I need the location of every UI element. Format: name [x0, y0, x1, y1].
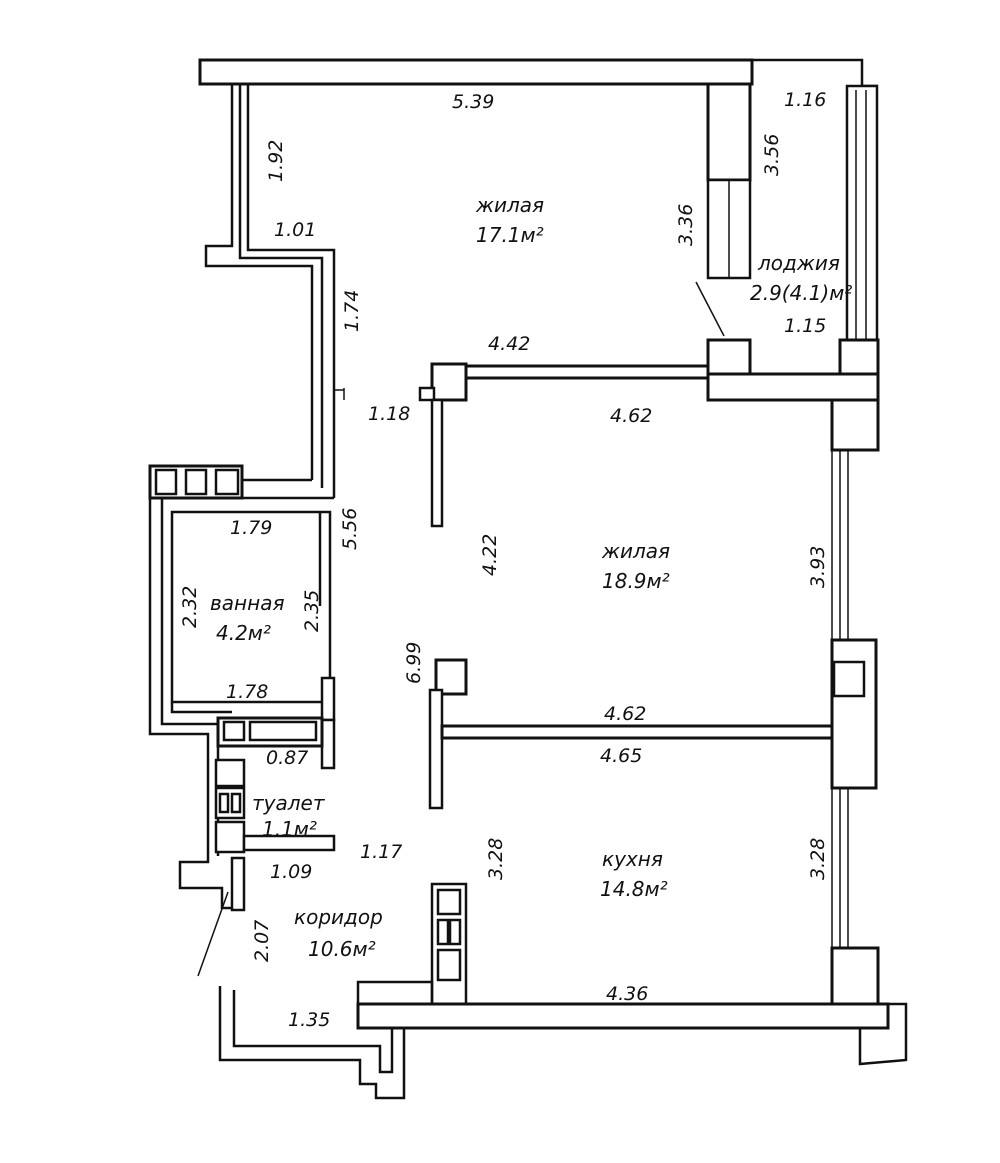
dim-label: 4.62 — [604, 703, 646, 725]
room-name-living2: жилая — [601, 539, 670, 563]
partition-kitchen — [428, 658, 834, 810]
dim-label: 3.36 — [675, 204, 697, 246]
dim-label: 2.35 — [301, 590, 323, 632]
dim-label: 4.36 — [606, 983, 648, 1005]
dim-label: 1.15 — [784, 315, 826, 337]
room-name-toilet: туалет — [252, 791, 326, 815]
dim-label: 4.22 — [479, 534, 501, 576]
room-area-toilet: 1.1м² — [262, 817, 317, 841]
dim-label: 2.32 — [179, 586, 201, 628]
dim-label: 1.74 — [341, 290, 363, 332]
room-name-corridor: коридор — [294, 905, 383, 929]
dim-label: 5.56 — [339, 508, 361, 550]
dim-label: 1.92 — [265, 140, 287, 182]
bottom-wall — [218, 980, 890, 1100]
dim-label: 3.93 — [807, 546, 829, 588]
dim-label: 6.99 — [403, 642, 425, 684]
room-area-living1: 17.1м² — [476, 223, 544, 247]
dim-label: 1.35 — [288, 1009, 330, 1031]
dim-label: 2.07 — [251, 920, 273, 962]
toilet-walls — [197, 716, 336, 977]
loggia-structure — [695, 82, 879, 344]
dim-label: 1.01 — [274, 219, 316, 241]
room-area-bath: 4.2м² — [216, 621, 271, 645]
dim-label: 3.28 — [485, 838, 507, 880]
dim-label: 0.87 — [266, 747, 308, 769]
dim-label: 1.09 — [270, 861, 312, 883]
room-name-living1: жилая — [475, 193, 544, 217]
dim-label: 1.18 — [368, 403, 410, 425]
room-area-corridor: 10.6м² — [308, 937, 376, 961]
dim-label: 1.17 — [360, 841, 402, 863]
dim-label: 4.42 — [488, 333, 530, 355]
dim-label: 1.78 — [226, 681, 268, 703]
room-area-living2: 18.9м² — [602, 569, 670, 593]
partition-living — [418, 338, 880, 528]
dim-label: 3.56 — [761, 134, 783, 176]
left-upper-wall — [204, 84, 345, 498]
room-name-loggia: лоджия — [757, 251, 840, 275]
dim-label: 1.79 — [230, 517, 272, 539]
dim-label: 4.65 — [600, 745, 642, 767]
room-area-loggia: 2.9(4.1)м² — [750, 281, 852, 305]
dim-label: 5.39 — [452, 91, 494, 113]
dim-label: 4.62 — [610, 405, 652, 427]
dim-label: 3.28 — [807, 838, 829, 880]
room-name-bath: ванная — [210, 591, 284, 615]
top-wall — [198, 58, 878, 88]
room-name-kitchen: кухня — [602, 847, 663, 871]
kitchen-shaft — [430, 882, 468, 1006]
dim-label: 1.16 — [784, 89, 826, 111]
right-wall — [830, 450, 908, 1066]
room-area-kitchen: 14.8м² — [600, 877, 668, 901]
